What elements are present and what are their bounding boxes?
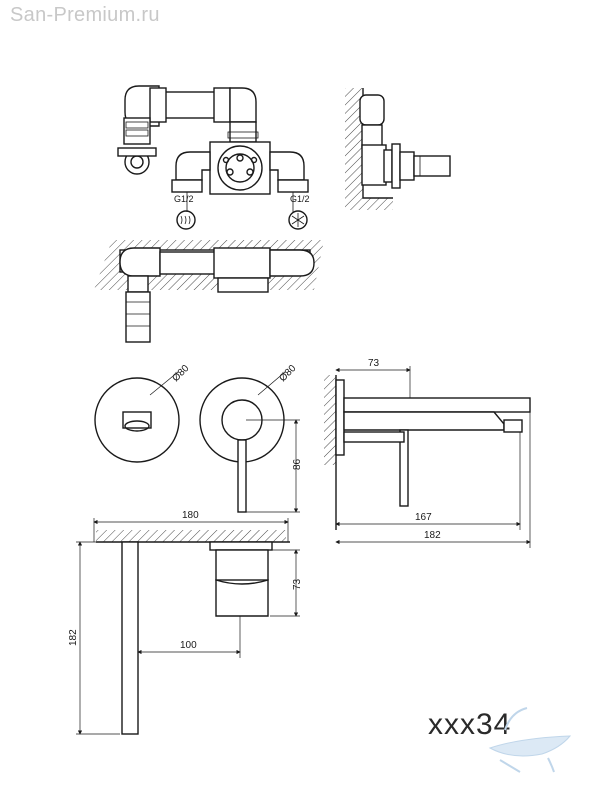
concealed-body-front-view: G1/2 G1/2 xyxy=(117,85,310,230)
spout-reach-label: 167 xyxy=(415,512,432,523)
mixer-top-view: 180 73 182 100 xyxy=(68,510,303,735)
concealed-body-side-view xyxy=(345,88,451,210)
total-depth-label: 182 xyxy=(424,530,441,541)
cold-water-snowflake-icon xyxy=(288,210,308,230)
bathtub-logo-icon xyxy=(488,707,572,773)
hot-connection-label: G1/2 xyxy=(174,194,194,204)
mixer-side-view: 73 167 182 xyxy=(324,358,531,548)
lever-plate-front-view: Ø80 86 xyxy=(199,363,303,513)
plan-body-depth-label: 73 xyxy=(292,578,303,590)
diameter-label-right: Ø80 xyxy=(277,363,298,384)
plan-spout-offset-label: 100 xyxy=(180,640,197,651)
plan-spout-height-label: 182 xyxy=(68,629,79,646)
plan-width-label: 180 xyxy=(182,510,199,521)
diameter-label-left: Ø80 xyxy=(170,363,191,384)
concealed-body-plan-view xyxy=(94,240,324,343)
wall-to-body-label: 73 xyxy=(368,358,380,369)
hot-water-wave-icon xyxy=(176,210,196,230)
spout-plate-front-view: Ø80 xyxy=(94,363,192,463)
watermark-text: San-Premium.ru xyxy=(10,4,160,26)
cold-connection-label: G1/2 xyxy=(290,194,310,204)
product-code: xxx34 xyxy=(428,708,511,741)
lever-height-label: 86 xyxy=(292,458,303,470)
